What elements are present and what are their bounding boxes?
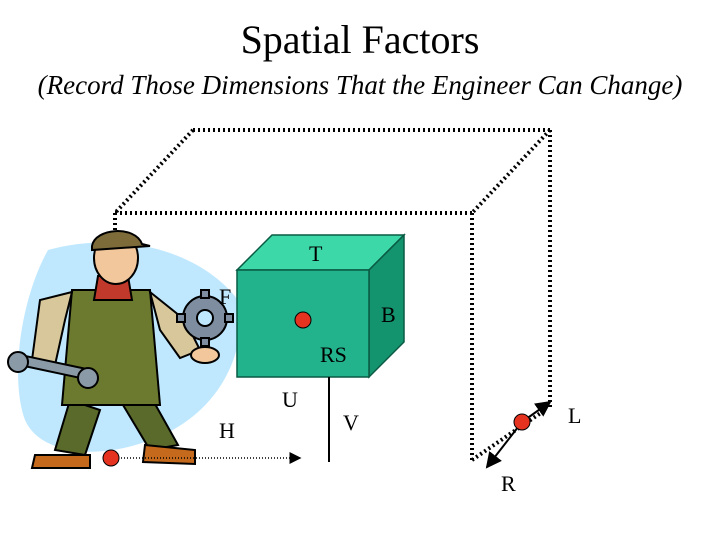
gear-icon	[176, 289, 234, 347]
label-l: L	[568, 403, 582, 428]
label-front: F	[219, 284, 232, 309]
label-r: R	[501, 471, 516, 496]
room-left-depth-edge	[113, 128, 195, 215]
room-right-depth-edge	[470, 128, 552, 215]
worker-clipart	[30, 230, 220, 469]
depth-arrow-lr	[485, 421, 523, 469]
slide-title: Spatial Factors	[240, 17, 480, 62]
floor-left-marker	[102, 449, 120, 467]
room-floor-depth-edge	[470, 408, 547, 462]
label-rs: RS	[320, 342, 347, 367]
cube-center-marker	[294, 311, 312, 329]
floor-right-marker	[513, 413, 531, 431]
label-top: T	[309, 241, 323, 266]
label-u: U	[282, 387, 298, 412]
label-h: H	[219, 418, 235, 443]
slide-subtitle: (Record Those Dimensions That the Engine…	[37, 70, 683, 100]
label-back: B	[381, 302, 396, 327]
wrench-icon	[7, 351, 99, 389]
room-wireframe	[113, 128, 552, 462]
label-v: V	[343, 410, 359, 435]
